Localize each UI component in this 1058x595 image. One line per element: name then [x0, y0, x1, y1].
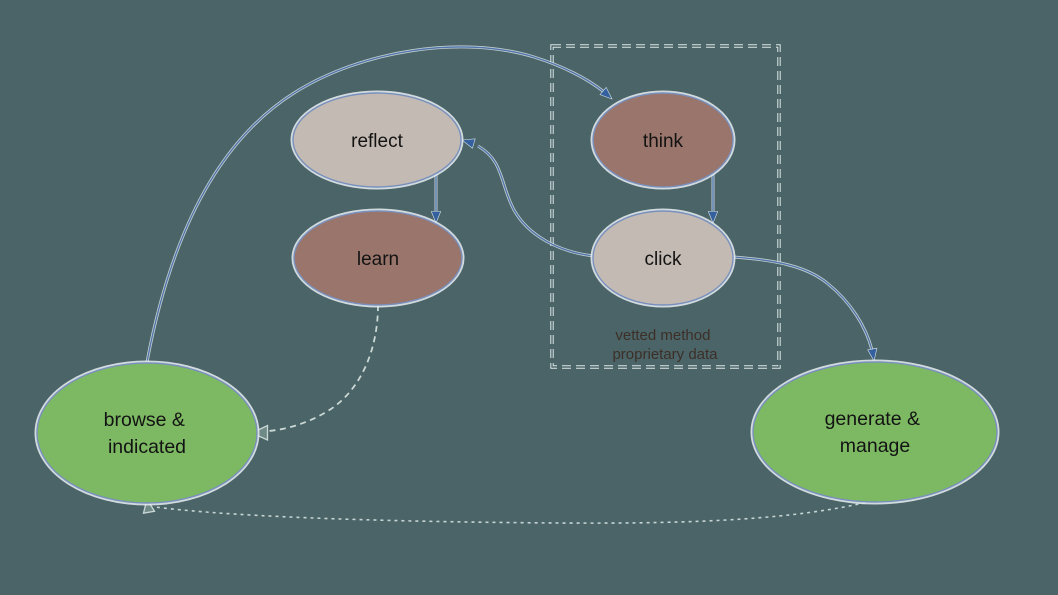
- arrowhead-into-click: [707, 211, 719, 224]
- cluster-vetted-method: vetted method proprietary data: [550, 44, 781, 369]
- node-generate-label-line-1: generate &: [825, 408, 920, 430]
- node-generate-manage: generate & manage: [750, 359, 1000, 505]
- node-browse-halo: [34, 360, 260, 506]
- cluster-border-inner: [551, 45, 780, 368]
- node-browse-label-line-1: browse &: [104, 409, 185, 431]
- node-reflect: reflect: [290, 90, 464, 190]
- node-learn: learn: [291, 208, 465, 308]
- cluster-label-line-2: proprietary data: [612, 346, 718, 363]
- node-browse-label-line-2: indicated: [108, 436, 186, 458]
- cluster-label-line-1: vetted method: [615, 327, 710, 344]
- nodes: reflect think learn click: [34, 90, 1000, 506]
- node-click-label: click: [645, 249, 682, 270]
- edge-learn-browse: [268, 304, 379, 432]
- node-generate-label: generate & manage: [825, 408, 926, 457]
- node-browse-indicated: browse & indicated: [34, 360, 260, 506]
- arrowhead-into-generate: [867, 347, 878, 362]
- edge-click-generate: [732, 256, 873, 351]
- node-learn-label: learn: [357, 249, 399, 270]
- node-click: click: [590, 208, 736, 308]
- node-learn-shape: [293, 210, 463, 306]
- edge-click-reflect: [477, 145, 595, 257]
- node-browse-label: browse & indicated: [104, 409, 191, 458]
- node-think-label: think: [643, 131, 684, 152]
- cluster-label: vetted method proprietary data: [612, 327, 718, 363]
- arrowhead-into-learn: [430, 211, 442, 224]
- node-think-shape: [592, 92, 734, 188]
- node-click-shape: [592, 210, 734, 306]
- node-click-halo: [590, 208, 736, 308]
- arrowhead-hollow-into-browse-side: [250, 424, 269, 442]
- node-reflect-label: reflect: [351, 131, 403, 152]
- edge-generate-browse: [154, 500, 873, 524]
- arrowhead-into-reflect: [461, 138, 476, 149]
- node-reflect-halo: [290, 90, 464, 190]
- edges-solid: [145, 45, 878, 363]
- node-generate-halo: [750, 359, 1000, 505]
- arrowhead-into-think: [599, 86, 613, 100]
- edge-browse-think: [146, 46, 605, 363]
- node-reflect-shape: [292, 92, 462, 188]
- node-generate-shape: [752, 361, 998, 503]
- node-learn-halo: [291, 208, 465, 308]
- node-generate-label-line-2: manage: [840, 435, 910, 457]
- node-browse-shape: [36, 362, 258, 504]
- node-think: think: [590, 90, 736, 190]
- node-think-halo: [590, 90, 736, 190]
